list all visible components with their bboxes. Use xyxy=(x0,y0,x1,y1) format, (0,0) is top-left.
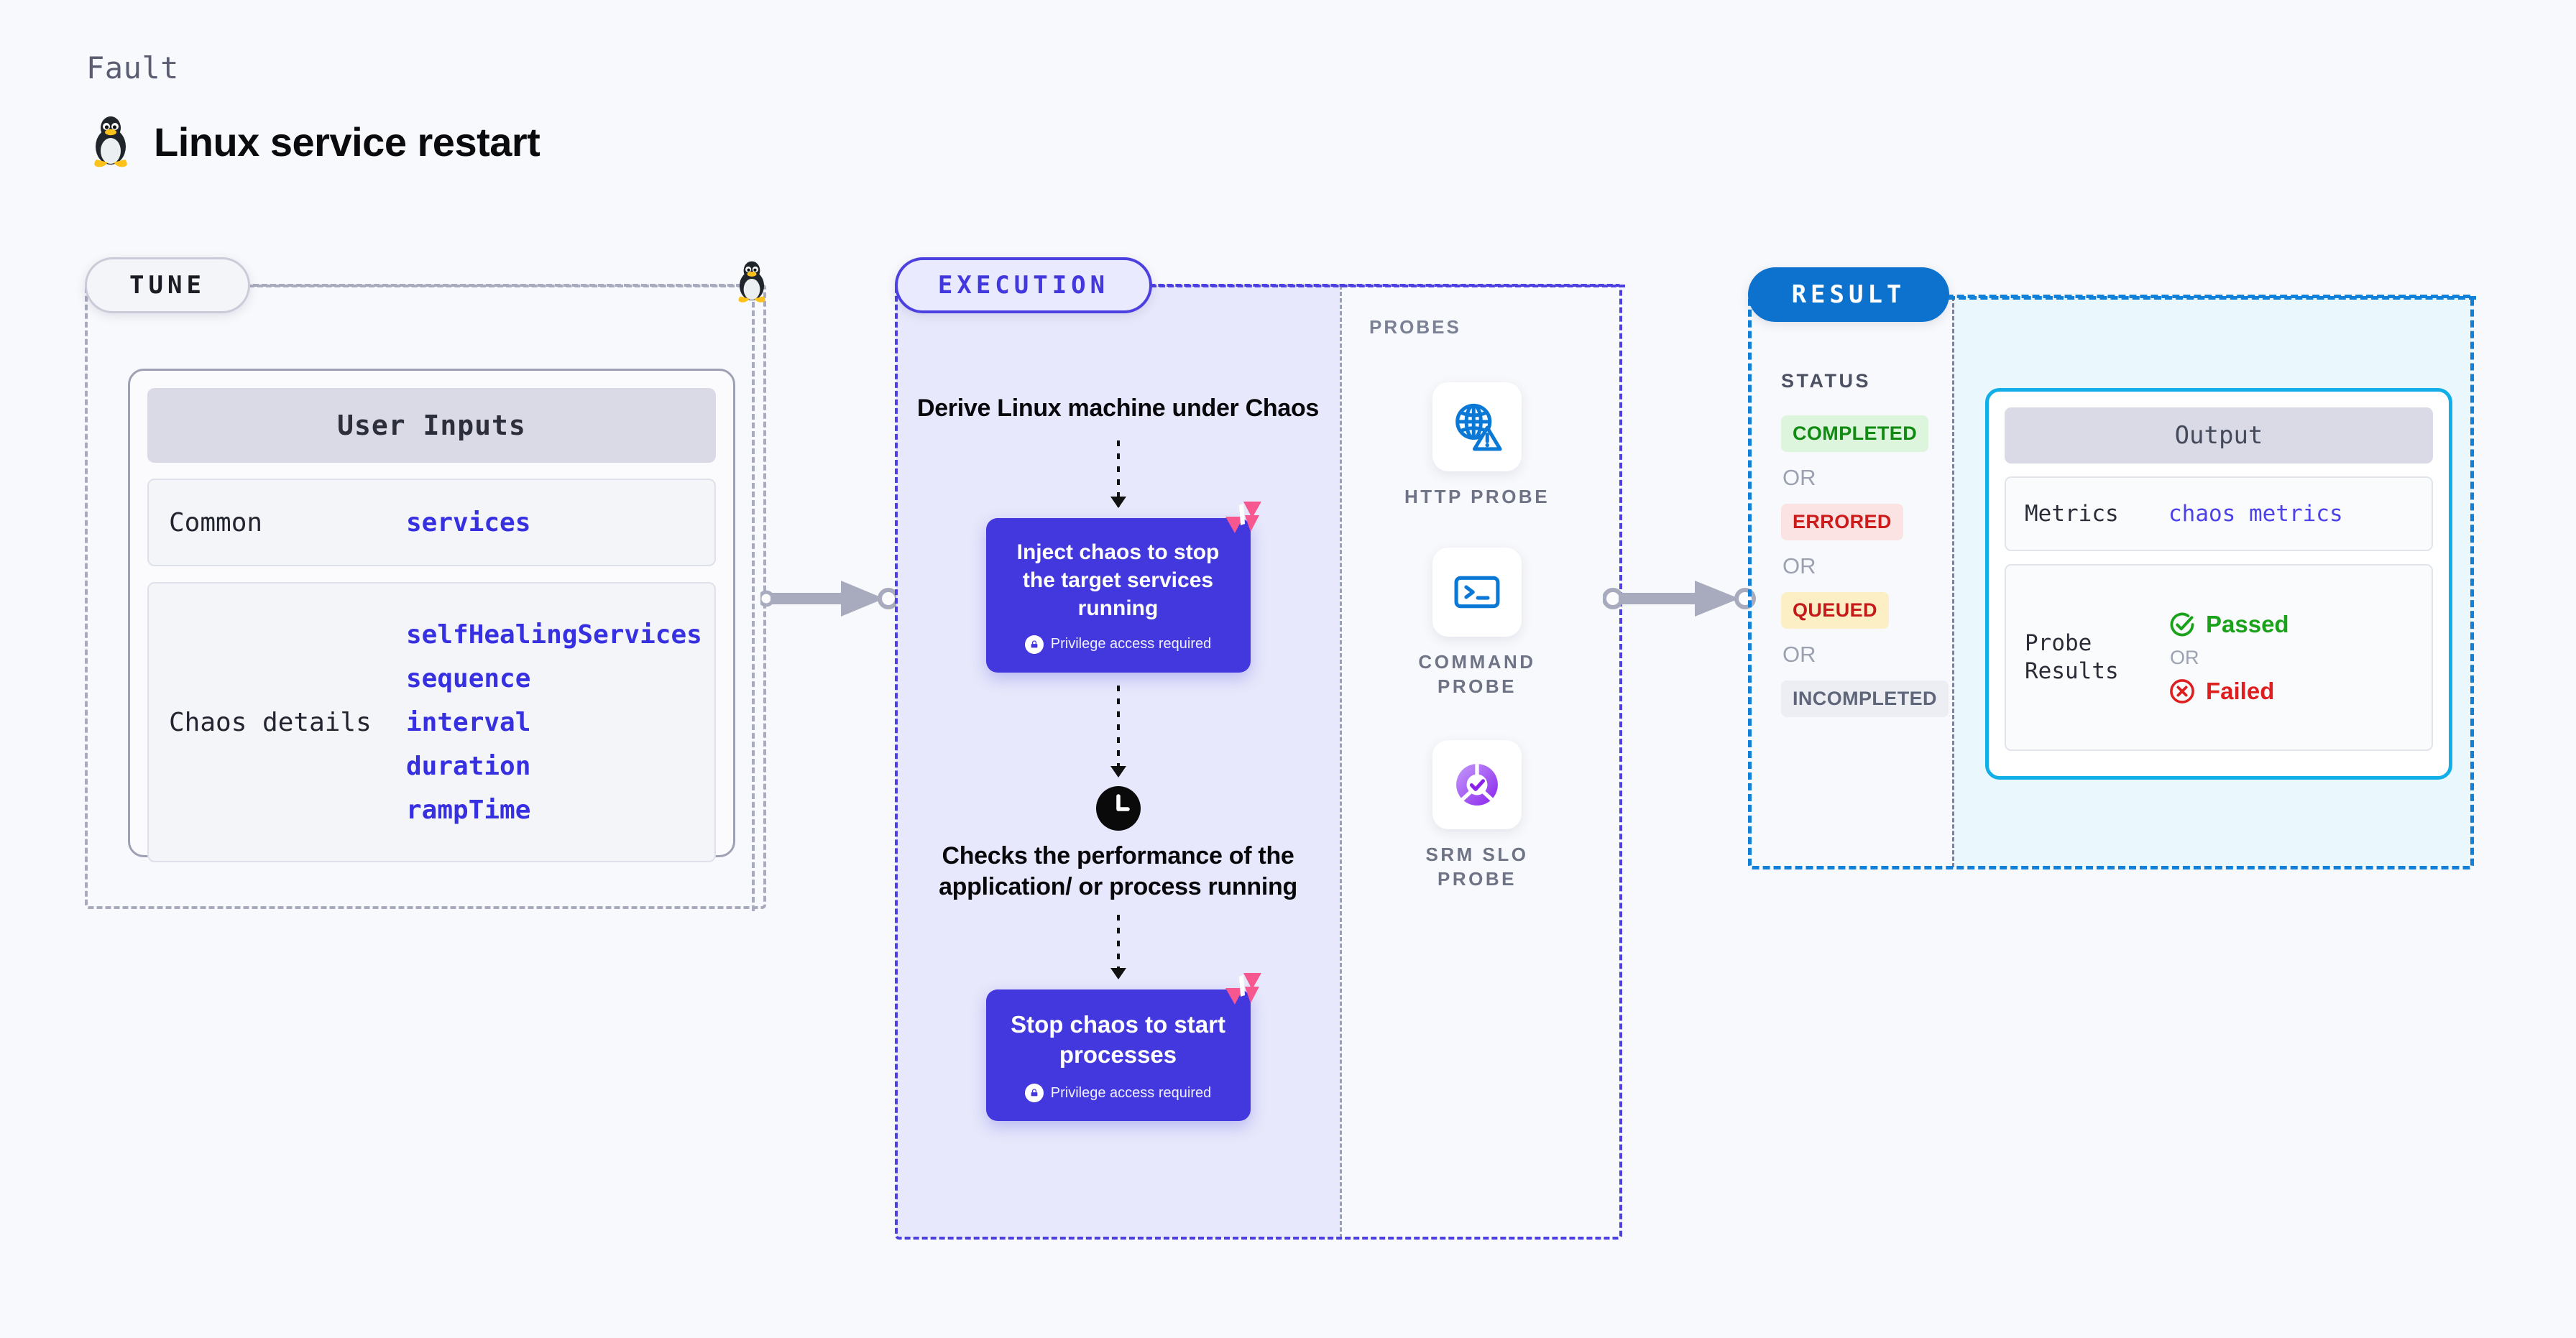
page-kicker: Fault xyxy=(86,50,179,86)
tune-row-chaos-key: Chaos details xyxy=(169,707,372,737)
tune-right-edge xyxy=(752,285,755,911)
status-badge-completed: COMPLETED xyxy=(1781,415,1929,452)
result-divider xyxy=(1952,297,1954,867)
output-card: Output Metrics chaos metrics Probe Resul… xyxy=(1985,388,2452,780)
probes-label: PROBES xyxy=(1369,316,1461,338)
probe-command-tile[interactable] xyxy=(1432,548,1522,637)
output-heading: Output xyxy=(2005,407,2433,463)
status-badge-errored: ERRORED xyxy=(1781,504,1903,540)
tune-value-duration[interactable]: duration xyxy=(406,751,531,781)
execution-step-inject-note: Privilege access required xyxy=(1003,635,1233,654)
output-row-metrics: Metrics chaos metrics xyxy=(2005,476,2433,551)
probe-srm-slo-tile[interactable] xyxy=(1432,740,1522,829)
probe-result-or: OR xyxy=(2170,646,2199,668)
probe-srm-slo-label: SRM SLO PROBE xyxy=(1425,844,1529,890)
probe-result-passed: Passed xyxy=(2168,611,2289,638)
page-title-row: Linux service restart xyxy=(88,114,540,170)
status-or-1: OR xyxy=(1782,465,1816,490)
lock-icon xyxy=(1024,1084,1044,1103)
tune-leader-line xyxy=(249,285,752,287)
user-inputs-card: User Inputs Common services Chaos detail… xyxy=(128,369,735,862)
execution-step-inject-label: Inject chaos to stop the target services… xyxy=(1016,540,1220,620)
tune-value-ramptime[interactable]: rampTime xyxy=(406,795,531,825)
probe-result-failed-label: Failed xyxy=(2206,677,2275,704)
connector-arrow-execution-to-result xyxy=(1603,581,1756,617)
status-badge-queued: QUEUED xyxy=(1781,592,1889,629)
x-circle-icon xyxy=(2170,678,2194,703)
tune-value-sequence[interactable]: sequence xyxy=(406,663,531,693)
execution-step-inject-card[interactable]: Inject chaos to stop the target services… xyxy=(985,501,1261,673)
tune-value-selfhealingservices[interactable]: selfHealingServices xyxy=(406,619,702,650)
probes-divider xyxy=(1340,285,1342,1238)
probe-result-passed-label: Passed xyxy=(2206,610,2289,637)
connector-arrow-tune-to-execution xyxy=(760,581,899,617)
status-or-2: OR xyxy=(1782,553,1816,578)
execution-flow: Derive Linux machine under Chaos Inject … xyxy=(896,285,1340,1122)
execution-pill[interactable]: EXECUTION xyxy=(895,257,1152,313)
execution-leader-line xyxy=(1151,285,1625,287)
status-or-3: OR xyxy=(1782,642,1816,667)
probe-http[interactable]: HTTP PROBE xyxy=(1394,382,1560,509)
tune-row-common-values: services xyxy=(406,508,530,537)
execution-step-stop-card[interactable]: Stop chaos to start processes Privilege … xyxy=(985,972,1261,1122)
page-title: Linux service restart xyxy=(154,119,540,165)
result-leader-line xyxy=(1948,296,2476,300)
output-probe-key: Probe Results xyxy=(2025,630,2119,684)
status-badge-incompleted: INCOMPLETED xyxy=(1781,680,1949,717)
tune-row-common: Common services xyxy=(147,479,716,566)
execution-step-checks: Checks the performance of the applicatio… xyxy=(939,841,1297,901)
status-list: COMPLETED OR ERRORED OR QUEUED OR INCOMP… xyxy=(1781,415,1949,717)
probe-result-failed: Failed xyxy=(2168,678,2289,705)
user-inputs-heading: User Inputs xyxy=(147,388,716,463)
execution-step-stop-note: Privilege access required xyxy=(1003,1084,1233,1103)
output-row-probe-results: Probe Results Passed OR Failed xyxy=(2005,564,2433,751)
tune-row-chaos-details: Chaos details selfHealingServices sequen… xyxy=(147,582,716,862)
linux-penguin-icon-marker xyxy=(738,261,765,303)
tune-row-chaos-values: selfHealingServices sequence interval du… xyxy=(406,620,702,825)
globe-warning-icon xyxy=(1455,403,1502,451)
harness-chaos-icon xyxy=(1225,972,1261,1005)
privilege-note-text: Privilege access required xyxy=(1050,636,1212,652)
flow-connector-3 xyxy=(1116,914,1120,978)
terminal-icon xyxy=(1454,576,1500,609)
linux-penguin-icon xyxy=(94,116,127,167)
tune-row-common-key: Common xyxy=(169,507,263,537)
result-pill[interactable]: RESULT xyxy=(1748,267,1949,322)
harness-chaos-icon xyxy=(1225,501,1261,533)
privilege-note-text: Privilege access required xyxy=(1050,1084,1212,1101)
slo-donut-check-icon xyxy=(1456,764,1498,806)
probe-command[interactable]: COMMAND PROBE xyxy=(1394,548,1560,699)
check-circle-icon xyxy=(2170,612,2194,636)
probe-http-tile[interactable] xyxy=(1432,382,1522,471)
status-label: STATUS xyxy=(1781,370,1871,392)
flow-connector-2 xyxy=(1116,685,1120,776)
output-metrics-value[interactable]: chaos metrics xyxy=(2168,501,2343,527)
clock-icon xyxy=(1095,785,1141,831)
output-probe-values: Passed OR Failed xyxy=(2168,611,2289,705)
execution-step-derive: Derive Linux machine under Chaos xyxy=(916,395,1320,422)
flow-connector-1 xyxy=(1116,440,1120,507)
tune-pill[interactable]: TUNE xyxy=(85,257,250,313)
probe-command-label: COMMAND PROBE xyxy=(1418,651,1536,698)
probe-srm-slo[interactable]: SRM SLO PROBE xyxy=(1394,740,1560,892)
lock-icon xyxy=(1024,635,1044,654)
probe-http-label: HTTP PROBE xyxy=(1404,486,1550,507)
tune-value-interval[interactable]: interval xyxy=(406,707,531,737)
tune-value-services[interactable]: services xyxy=(406,507,531,537)
execution-step-stop-label: Stop chaos to start processes xyxy=(1011,1010,1225,1069)
output-metrics-key: Metrics xyxy=(2025,500,2119,527)
